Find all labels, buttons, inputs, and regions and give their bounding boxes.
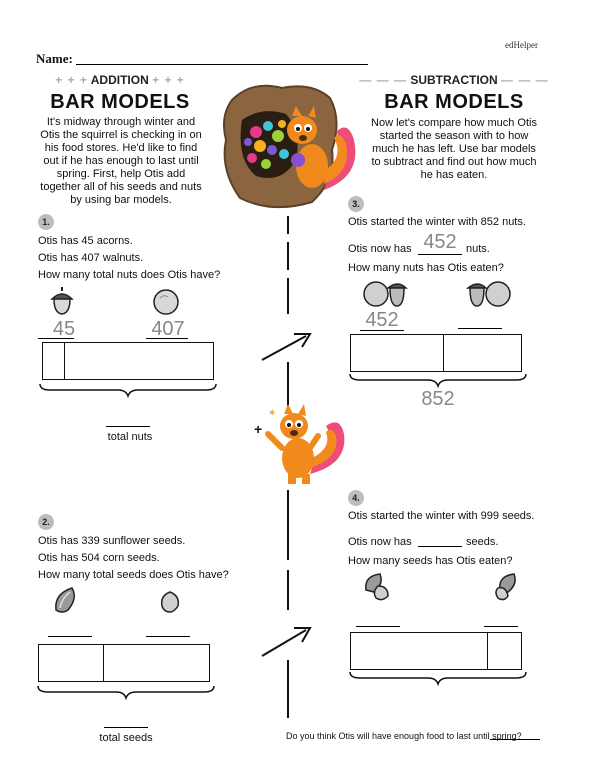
q1-total-line[interactable] <box>106 426 150 427</box>
q3-total: 852 <box>421 388 455 410</box>
q1-answer-line-a[interactable] <box>38 338 74 339</box>
subtraction-tag-deco-left: — — — <box>359 73 407 87</box>
q4-line2-post: seeds. <box>466 536 499 548</box>
q1-bar-model <box>42 342 214 380</box>
arrow-icon <box>258 330 314 364</box>
walnut-icon <box>152 288 180 316</box>
q4-answer-line-a[interactable] <box>356 626 400 627</box>
q3-question: How many nuts has Otis eaten? <box>348 262 504 274</box>
subtraction-tag-label: SUBTRACTION <box>410 73 498 87</box>
q2-line2: Otis has 504 corn seeds. <box>38 552 160 564</box>
q1-line2: Otis has 407 walnuts. <box>38 252 144 264</box>
corn-seed-icon <box>158 590 182 614</box>
q1-value-a: 45 <box>52 318 76 340</box>
q2-line1: Otis has 339 sunflower seeds. <box>38 535 186 547</box>
q2-bar-model <box>38 644 210 682</box>
addition-tag: + + + ADDITION + + + <box>20 73 220 87</box>
q4-bar-model <box>350 632 522 670</box>
brand-label: edHelper <box>505 40 538 50</box>
q1-caption: total nuts <box>107 431 153 443</box>
addition-title: BAR MODELS <box>50 91 190 113</box>
q3-bar-divider <box>443 334 444 372</box>
q1-answer-line-b[interactable] <box>146 338 188 339</box>
footer-answer-line[interactable] <box>490 739 540 740</box>
q3-brace <box>348 372 528 389</box>
q2-question: How many total seeds does Otis have? <box>38 569 229 581</box>
divider-segment <box>287 362 289 408</box>
addition-tag-deco-right: + + + <box>152 73 185 87</box>
question-number-4: 4. <box>348 490 364 506</box>
q3-answer-line-b[interactable] <box>458 328 502 329</box>
q1-brace <box>38 382 218 399</box>
question-number-1: 1. <box>38 214 54 230</box>
divider-segment <box>287 242 289 270</box>
sunflower-seed-icon <box>52 586 80 614</box>
q3-line2-pre: Otis now has <box>348 243 412 255</box>
divider-segment <box>287 216 289 234</box>
divider-segment <box>287 660 289 718</box>
q4-question: How many seeds has Otis eaten? <box>348 555 513 567</box>
subtraction-intro: Now let's compare how much Otis started … <box>371 117 537 181</box>
divider-segment <box>287 490 289 560</box>
addition-intro: It's midway through winter and Otis the … <box>40 116 202 206</box>
squirrel-tree-illustration <box>212 80 362 214</box>
q2-total-line[interactable] <box>104 727 148 728</box>
q2-answer-line-a[interactable] <box>48 636 92 637</box>
q1-question: How many total nuts does Otis have? <box>38 269 221 281</box>
q3-line1: Otis started the winter with 852 nuts. <box>348 216 526 228</box>
q1-value-b: 407 <box>151 318 185 340</box>
svg-text:+: + <box>254 421 262 437</box>
question-number-3: 3. <box>348 196 364 212</box>
nuts-pile-icon <box>465 278 512 308</box>
q4-bar-divider <box>487 632 488 670</box>
q4-line2-pre: Otis now has <box>348 536 412 548</box>
seeds-pile-icon <box>362 572 392 602</box>
footer-question: Do you think Otis will have enough food … <box>286 731 522 741</box>
nuts-pile-icon <box>362 278 408 308</box>
q4-line2-answer-line[interactable] <box>418 546 462 547</box>
divider-segment <box>287 570 289 610</box>
squirrel-illustration: + ✶ <box>252 404 348 488</box>
question-number-2: 2. <box>38 514 54 530</box>
q1-bar-divider <box>64 342 65 380</box>
q4-line1: Otis started the winter with 999 seeds. <box>348 510 535 522</box>
q4-answer-line-b[interactable] <box>484 626 518 627</box>
q3-value-a: 452 <box>365 309 399 331</box>
q3-line2-post: nuts. <box>466 243 490 255</box>
q3-line2-answer-line[interactable] <box>418 254 462 255</box>
name-line[interactable] <box>76 64 368 65</box>
q4-brace <box>348 670 528 687</box>
subtraction-title: BAR MODELS <box>384 91 524 113</box>
svg-text:✶: ✶ <box>268 408 276 419</box>
name-label: Name: <box>36 51 73 66</box>
arrow-icon <box>258 624 314 660</box>
q2-answer-line-b[interactable] <box>146 636 190 637</box>
q3-bar-model <box>350 334 522 372</box>
q3-answer-line-a[interactable] <box>360 330 404 331</box>
divider-segment <box>287 278 289 314</box>
addition-tag-deco-left: + + + <box>55 73 88 87</box>
q1-line1: Otis has 45 acorns. <box>38 235 133 247</box>
q2-bar-divider <box>103 644 104 682</box>
seeds-pile-icon <box>492 572 522 602</box>
addition-tag-label: ADDITION <box>90 73 149 87</box>
q3-line2-value: 452 <box>423 231 457 253</box>
subtraction-tag-deco-right: — — — <box>501 73 549 87</box>
subtraction-tag: — — — SUBTRACTION — — — <box>354 73 554 87</box>
q2-brace <box>36 684 216 701</box>
acorn-icon <box>48 287 76 315</box>
q2-caption: total seeds <box>99 732 153 744</box>
